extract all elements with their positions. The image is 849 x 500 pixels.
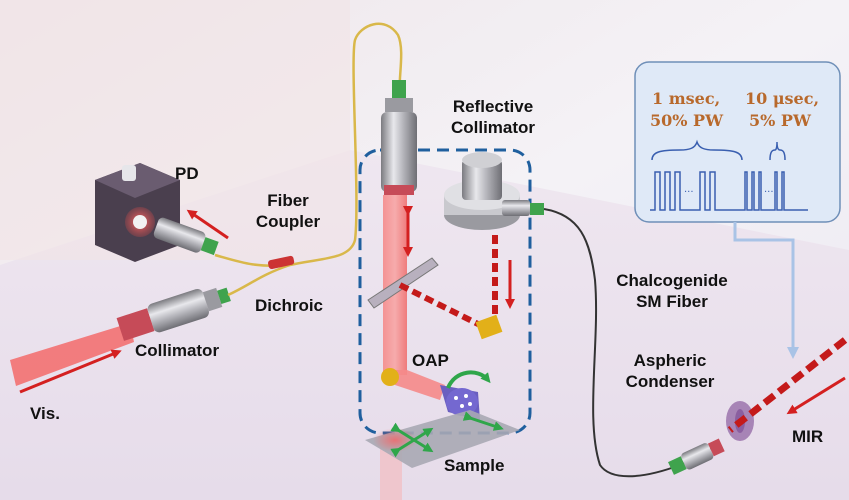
chalcogenide-fiber-label-line-1: Chalcogenide bbox=[616, 271, 728, 290]
fiber-coupler-element bbox=[268, 255, 295, 270]
reflective-collimator-label: Reflective Collimator bbox=[428, 96, 558, 138]
chalcogenide-fiber-label-line-2: SM Fiber bbox=[636, 292, 708, 311]
oap-label: OAP bbox=[412, 351, 449, 370]
fiber-to-reflective-collimator bbox=[289, 22, 403, 267]
reflective-collimator-label-line-2: Collimator bbox=[450, 118, 536, 137]
visible-input-beam bbox=[10, 323, 134, 386]
pulse-right-time: 10 μsec, bbox=[745, 89, 820, 108]
fiber-coupler-label-line-2: Coupler bbox=[255, 212, 321, 231]
reflective-collimator-label-line-1: Reflective bbox=[452, 97, 534, 116]
vis-direction-arrow bbox=[19, 349, 122, 394]
oap-rotate-arrow bbox=[446, 370, 491, 389]
fiber-coupler-label-line-1: Fiber bbox=[267, 191, 309, 210]
sample-spot bbox=[373, 428, 417, 452]
inset-pointer-arrow bbox=[733, 222, 799, 359]
vertical-beam-upper bbox=[383, 195, 407, 285]
collimator-component bbox=[116, 287, 231, 341]
chalcogenide-fiber-label: Chalcogenide SM Fiber bbox=[592, 270, 752, 312]
mir-to-dichroic-path bbox=[398, 282, 482, 328]
vis-label: Vis. bbox=[30, 404, 60, 423]
sample-label: Sample bbox=[444, 456, 505, 475]
dichroic-mirror bbox=[367, 257, 439, 309]
mir-input-beam bbox=[727, 337, 848, 433]
aspheric-condenser-label-line-2: Condenser bbox=[625, 372, 715, 391]
pulse-inset-box bbox=[634, 61, 841, 223]
pulse-ellipsis-right: ... bbox=[764, 184, 774, 195]
vertical-beam-lower bbox=[383, 285, 407, 375]
collimator-label: Collimator bbox=[135, 341, 220, 360]
bottom-fiber-collimator bbox=[668, 438, 725, 475]
mir-label: MIR bbox=[792, 427, 824, 446]
pd-fiber-connector bbox=[153, 217, 219, 256]
photodetector bbox=[95, 163, 180, 262]
pulse-ellipsis-left: ... bbox=[684, 184, 694, 195]
aspheric-condenser-label-line-1: Aspheric bbox=[633, 351, 707, 370]
pd-direction-arrow bbox=[186, 209, 229, 240]
aspheric-condenser-label: Aspheric Condenser bbox=[610, 350, 730, 392]
fiber-coupler-label: Fiber Coupler bbox=[248, 190, 328, 232]
pulse-train-waveform bbox=[650, 171, 808, 211]
sample-z-arrow bbox=[462, 411, 504, 431]
beam-dump bbox=[475, 314, 503, 340]
mir-direction-arrow bbox=[786, 376, 846, 415]
reflective-collimator bbox=[444, 152, 544, 230]
sample-xy-arrow-2 bbox=[390, 427, 434, 458]
pulse-right-duty: 5% PW bbox=[749, 111, 811, 130]
oap-mount-knob bbox=[381, 368, 399, 386]
vertical-fiber-collimator bbox=[381, 80, 417, 195]
fiber-to-collimator bbox=[227, 263, 291, 297]
pulse-left-duty: 50% PW bbox=[650, 111, 724, 130]
pd-label: PD bbox=[175, 164, 199, 183]
right-brace bbox=[769, 141, 786, 161]
left-brace bbox=[651, 139, 743, 161]
dichroic-label: Dichroic bbox=[255, 296, 324, 315]
pulse-left-time: 1 msec, bbox=[652, 89, 721, 108]
